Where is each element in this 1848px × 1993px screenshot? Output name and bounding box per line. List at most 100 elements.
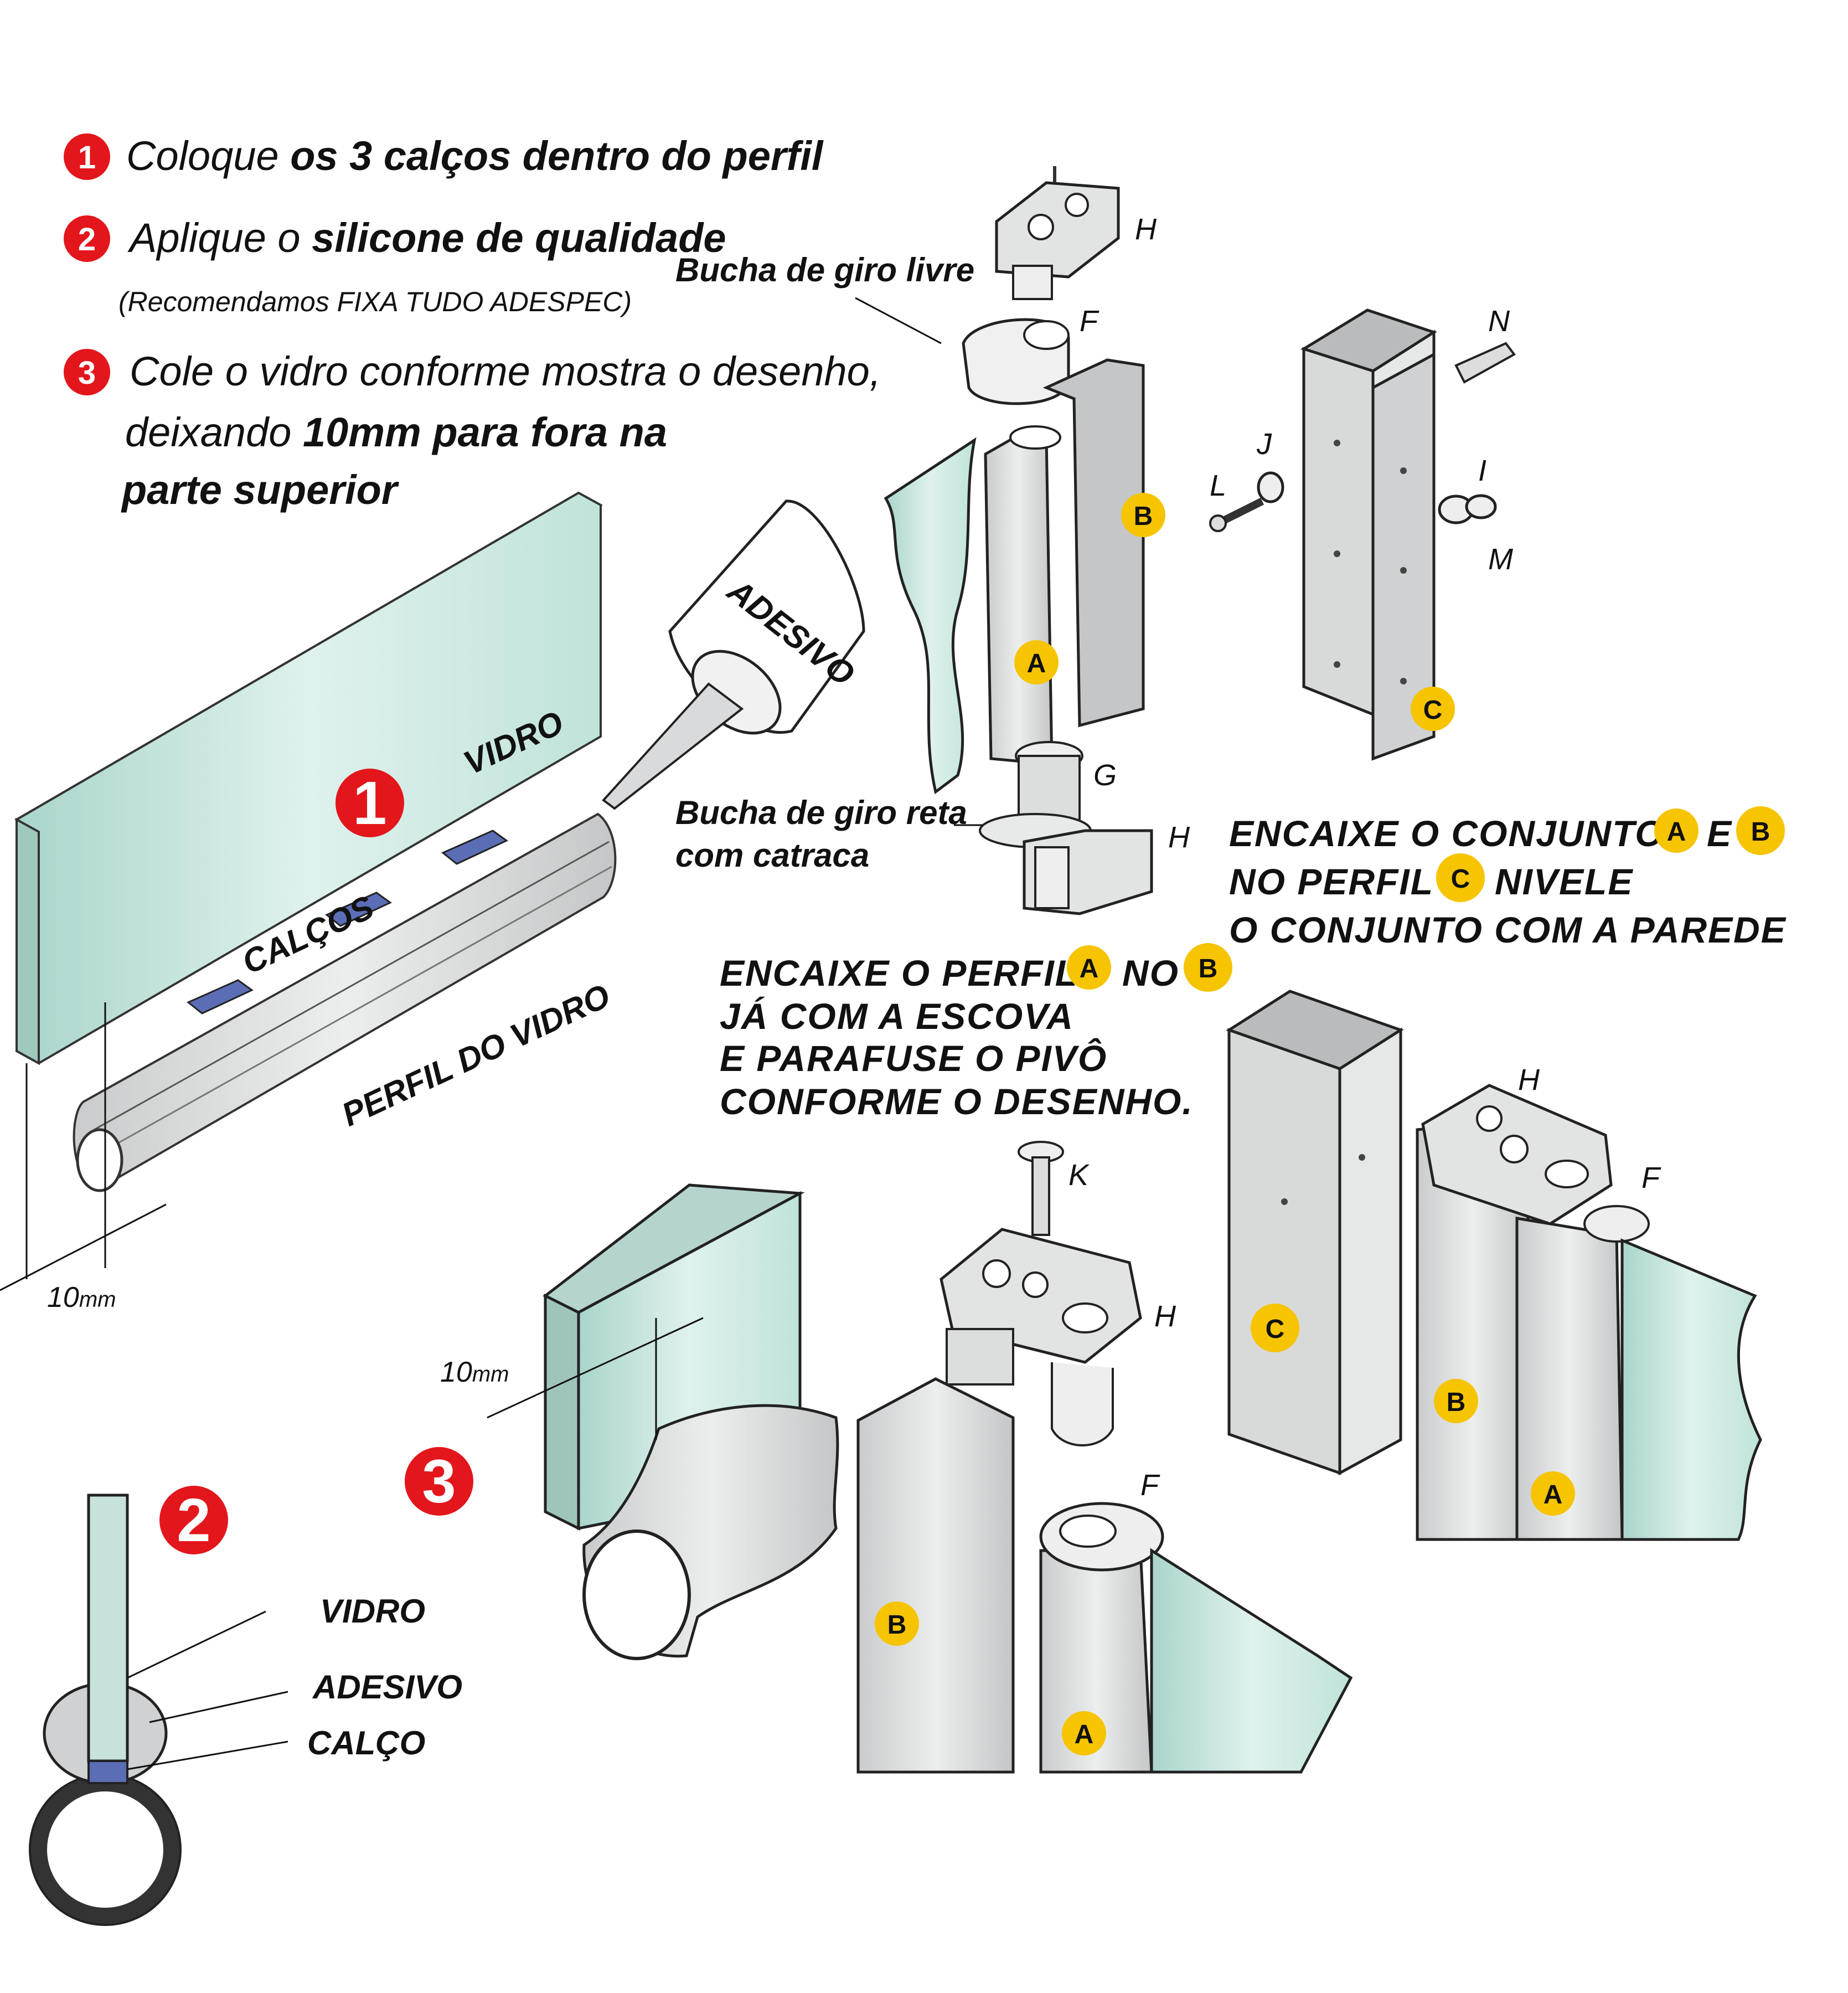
scene-1-badge-number: 1 bbox=[353, 769, 386, 837]
badge-b-assembled-text: B bbox=[1447, 1388, 1466, 1417]
bucha-reta-label-2: com catraca bbox=[675, 837, 869, 874]
bushing-f bbox=[962, 318, 1070, 405]
dimension-mm-unit-1: mm bbox=[79, 1288, 116, 1312]
badge-conjunto-a-text: A bbox=[1667, 817, 1686, 847]
adhesive-nozzle bbox=[602, 682, 744, 810]
pivot-cap-middle-h bbox=[940, 1228, 1142, 1446]
step-2: 2 Aplique o silicone de qualidade (Recom… bbox=[64, 215, 726, 317]
step-1: 1 Coloque os 3 calços dentro do perfil bbox=[64, 133, 824, 180]
label-m: M bbox=[1488, 543, 1513, 576]
instruction-list: 1 Coloque os 3 calços dentro do perfil 2… bbox=[64, 133, 881, 513]
screw-k bbox=[1018, 1141, 1064, 1236]
step-1-text: Coloque os 3 calços dentro do perfil bbox=[126, 133, 824, 179]
badge-a-top-text: A bbox=[1027, 649, 1046, 678]
section-label-vidro: VIDRO bbox=[320, 1593, 425, 1630]
step-1-badge bbox=[64, 133, 110, 180]
scene-3-profile-end bbox=[582, 1529, 691, 1660]
badge-perfil-a bbox=[1067, 945, 1111, 990]
step-2-bold: silicone de qualidade bbox=[312, 215, 726, 261]
badge-perfil-b-text: B bbox=[1199, 954, 1218, 983]
section-pointer-vidro bbox=[127, 1610, 266, 1679]
label-g: G bbox=[1093, 759, 1117, 792]
nut-i bbox=[1438, 494, 1497, 524]
step-3-line2-pre: deixando bbox=[125, 409, 303, 455]
scene-2-badge-number: 2 bbox=[177, 1486, 210, 1554]
step-1-pre: Coloque bbox=[126, 133, 290, 179]
glass-panel-side bbox=[16, 817, 40, 1065]
label-n: N bbox=[1488, 305, 1510, 338]
step-2-note: (Recomendamos FIXA TUDO ADESPEC) bbox=[118, 286, 632, 317]
label-h-bottom: H bbox=[1168, 821, 1190, 854]
scene-2-badge bbox=[159, 1486, 228, 1554]
badge-b-assembled bbox=[1434, 1379, 1478, 1423]
encaixe-conjunto-line3: O CONJUNTO COM A PAREDE bbox=[1229, 909, 1787, 950]
step-3-badge bbox=[64, 349, 110, 395]
dimension-arrow bbox=[0, 1203, 167, 1291]
encaixe-conjunto-line1-pre: ENCAIXE O CONJUNTO bbox=[1229, 813, 1665, 854]
encaixe-perfil-line1-pre: ENCAIXE O PERFIL bbox=[720, 952, 1078, 993]
pivot-cap-top-h bbox=[995, 181, 1120, 300]
washer-j bbox=[1257, 471, 1284, 503]
step-2-number: 2 bbox=[78, 222, 96, 258]
label-h-assembled: H bbox=[1518, 1063, 1540, 1096]
badge-perfil-a-text: A bbox=[1080, 954, 1099, 983]
step-2-badge bbox=[64, 215, 110, 262]
encaixe-perfil-line2: JÁ COM A ESCOVA bbox=[720, 996, 1074, 1037]
glass-profile-end bbox=[76, 1128, 123, 1192]
assembled-cap-h bbox=[1421, 1084, 1650, 1243]
dimension-mm-unit-2: mm bbox=[472, 1362, 509, 1387]
badge-c-top bbox=[1411, 687, 1455, 731]
glass-profile-line-1 bbox=[94, 841, 610, 1131]
badge-a-assembled-text: A bbox=[1544, 1480, 1563, 1510]
badge-b-top bbox=[1121, 493, 1165, 537]
label-i: I bbox=[1478, 454, 1486, 487]
wall-profile-c-top bbox=[1300, 308, 1437, 761]
exploded-pivot-assembly: H F Bucha de giro livre B A G H bbox=[675, 166, 1516, 915]
dimension-10-value-1: 10 bbox=[47, 1281, 79, 1314]
exploded-glass bbox=[884, 437, 977, 795]
bucha-giro-livre-label: Bucha de giro livre bbox=[675, 251, 974, 289]
encaixe-conjunto-line2-pre: NO PERFIL bbox=[1229, 861, 1434, 902]
label-k: K bbox=[1068, 1158, 1090, 1192]
step-1-number: 1 bbox=[78, 140, 96, 176]
bucha-livre-pointer bbox=[855, 297, 942, 344]
badge-conjunto-b-text: B bbox=[1751, 817, 1770, 847]
badge-conjunto-c bbox=[1436, 853, 1485, 902]
badge-a-top bbox=[1014, 640, 1059, 684]
lower-glass bbox=[1150, 1548, 1353, 1774]
badge-conjunto-a bbox=[1654, 808, 1699, 853]
badge-a-lower-text: A bbox=[1075, 1720, 1094, 1749]
glass-profile-line-2 bbox=[102, 866, 612, 1153]
label-h-middle: H bbox=[1154, 1300, 1176, 1333]
label-j: J bbox=[1256, 428, 1272, 461]
lower-bushing-f-hole bbox=[1059, 1515, 1117, 1548]
badge-conjunto-c-text: C bbox=[1451, 864, 1470, 894]
profile-a bbox=[984, 430, 1054, 766]
step-2-text: Aplique o silicone de qualidade bbox=[127, 215, 726, 261]
label-l: L bbox=[1210, 469, 1226, 502]
scene-3-badge-number: 3 bbox=[422, 1448, 456, 1516]
step-3-line2: deixando 10mm para fora na bbox=[125, 409, 667, 455]
section-pointer-calco bbox=[127, 1740, 288, 1770]
step-3-line2-bold: 10mm para fora na bbox=[303, 409, 667, 455]
dimension-10mm-2: 10mm bbox=[440, 1356, 509, 1388]
section-label-adesivo: ADESIVO bbox=[312, 1668, 462, 1706]
badge-a-lower bbox=[1062, 1711, 1106, 1755]
assembled-glass bbox=[1620, 1238, 1762, 1541]
scene-1-badge bbox=[335, 769, 404, 837]
final-assembly: C H F B A bbox=[1226, 990, 1762, 1541]
label-h-top: H bbox=[1135, 213, 1157, 246]
badge-perfil-b bbox=[1184, 943, 1232, 992]
profile-a-top bbox=[1009, 425, 1061, 450]
section-tube bbox=[30, 1775, 180, 1924]
step-1-bold: os 3 calços dentro do perfil bbox=[290, 133, 824, 179]
encaixe-perfil-text: ENCAIXE O PERFIL A NO B JÁ COM A ESCOVA … bbox=[720, 943, 1232, 1122]
encaixe-perfil-line3: E PARAFUSE O PIVÔ bbox=[720, 1038, 1107, 1079]
shim-3 bbox=[441, 830, 508, 865]
lower-profile-assembly: K H B F A bbox=[856, 1141, 1353, 1774]
encaixe-conjunto-text: ENCAIXE O CONJUNTO A E B NO PERFIL C NIV… bbox=[1229, 806, 1787, 950]
section-glass bbox=[87, 1494, 129, 1763]
anchor-n bbox=[1454, 342, 1516, 384]
scene-2-cross-section: 2 VIDRO ADESIVO CALÇO bbox=[29, 1486, 462, 1926]
badge-c-lower-text: C bbox=[1266, 1315, 1285, 1344]
